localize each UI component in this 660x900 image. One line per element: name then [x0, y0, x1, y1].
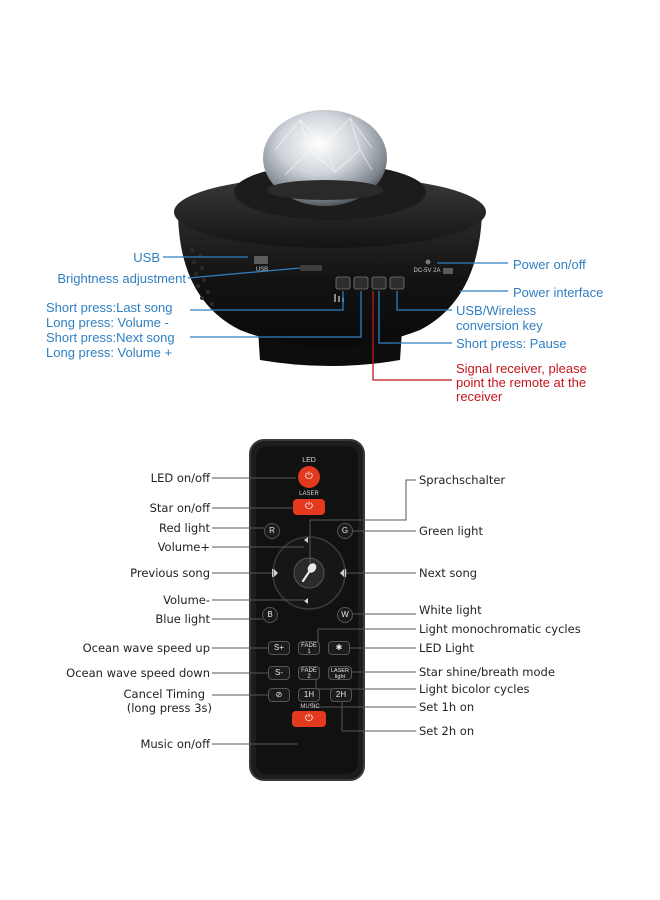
set-1h-label: Set 1h on [419, 700, 475, 714]
signal-label-2: point the remote at the [456, 375, 587, 390]
sprachschalter-label: Sprachschalter [419, 473, 506, 487]
laser-light-button[interactable]: LASER light [328, 666, 352, 680]
ocean-speed-up-button[interactable]: S+ [268, 641, 290, 655]
usb-label: USB [133, 250, 160, 265]
brightness-label: Brightness adjustment [57, 271, 186, 286]
blue-light-label: Blue light [155, 612, 210, 626]
cancel-timing-label-2: (long press 3s) [126, 701, 212, 715]
led-onoff-label: LED on/off [150, 471, 210, 485]
green-light-button[interactable]: G [337, 523, 353, 539]
green-light-label: Green light [419, 524, 483, 538]
power-onoff-label: Power on/off [513, 257, 586, 272]
next-song-label: Next song [419, 566, 478, 580]
cancel-timing-button[interactable]: ⊘ [268, 688, 290, 702]
cancel-timing-label-1: Cancel Timing [123, 687, 205, 701]
red-light-button[interactable]: R [264, 523, 280, 539]
music-onoff-label: Music on/off [140, 737, 210, 751]
ocean-speed-down-button[interactable]: S- [268, 666, 290, 680]
dc-port-label: DC-5V 2A [413, 268, 441, 274]
power-interface-label: Power interface [513, 285, 604, 300]
bicolor-cycles-label: Light bicolor cycles [419, 682, 530, 696]
signal-label-1: Signal receiver, please [456, 361, 587, 376]
next-song-label-1: Short press:Next song [46, 330, 175, 345]
laser-power-button[interactable]: ⏻ [293, 499, 325, 515]
star-onoff-label: Star on/off [149, 501, 210, 515]
volume-plus-label: Volume+ [157, 540, 210, 554]
projector-illustration [163, 110, 508, 381]
volume-minus-label: Volume- [163, 593, 210, 607]
fade1-button[interactable]: FADE 1 [298, 641, 320, 655]
white-light-button[interactable]: W [337, 607, 353, 623]
led-light-label: LED Light [419, 641, 474, 655]
mono-cycles-label: Light monochromatic cycles [419, 622, 581, 636]
red-light-label: Red light [159, 521, 210, 535]
set-2h-button[interactable]: 2H [330, 688, 352, 702]
remote-led-label: LED [302, 457, 316, 464]
previous-song-label: Previous song [130, 566, 210, 580]
microphone-icon [301, 563, 317, 583]
usb-wireless-label-2: conversion key [456, 318, 543, 333]
led-light-button[interactable]: ✱ [328, 641, 350, 655]
last-song-label-2: Long press: Volume - [46, 315, 169, 330]
blue-light-button[interactable]: B [262, 607, 278, 623]
remote-laser-label: LASER [299, 491, 319, 497]
ocean-speed-up-label: Ocean wave speed up [82, 641, 210, 655]
last-song-label-1: Short press:Last song [46, 300, 173, 315]
usb-port-label: USB [255, 267, 269, 273]
fade2-button[interactable]: FADE 2 [298, 666, 320, 680]
music-power-button[interactable]: ⏻ [292, 711, 326, 727]
set-1h-button[interactable]: 1H [298, 688, 320, 702]
white-light-label: White light [419, 603, 482, 617]
remote-music-label: MUSIC [300, 704, 320, 710]
led-power-button[interactable]: ⏻ [298, 466, 320, 488]
set-2h-label: Set 2h on [419, 724, 475, 738]
pause-label: Short press: Pause [456, 336, 567, 351]
ocean-speed-down-label: Ocean wave speed down [66, 666, 210, 680]
next-song-label-2: Long press: Volume + [46, 345, 173, 360]
usb-wireless-label-1: USB/Wireless [456, 303, 537, 318]
star-shine-label: Star shine/breath mode [419, 665, 555, 679]
signal-label-3: receiver [456, 389, 503, 404]
